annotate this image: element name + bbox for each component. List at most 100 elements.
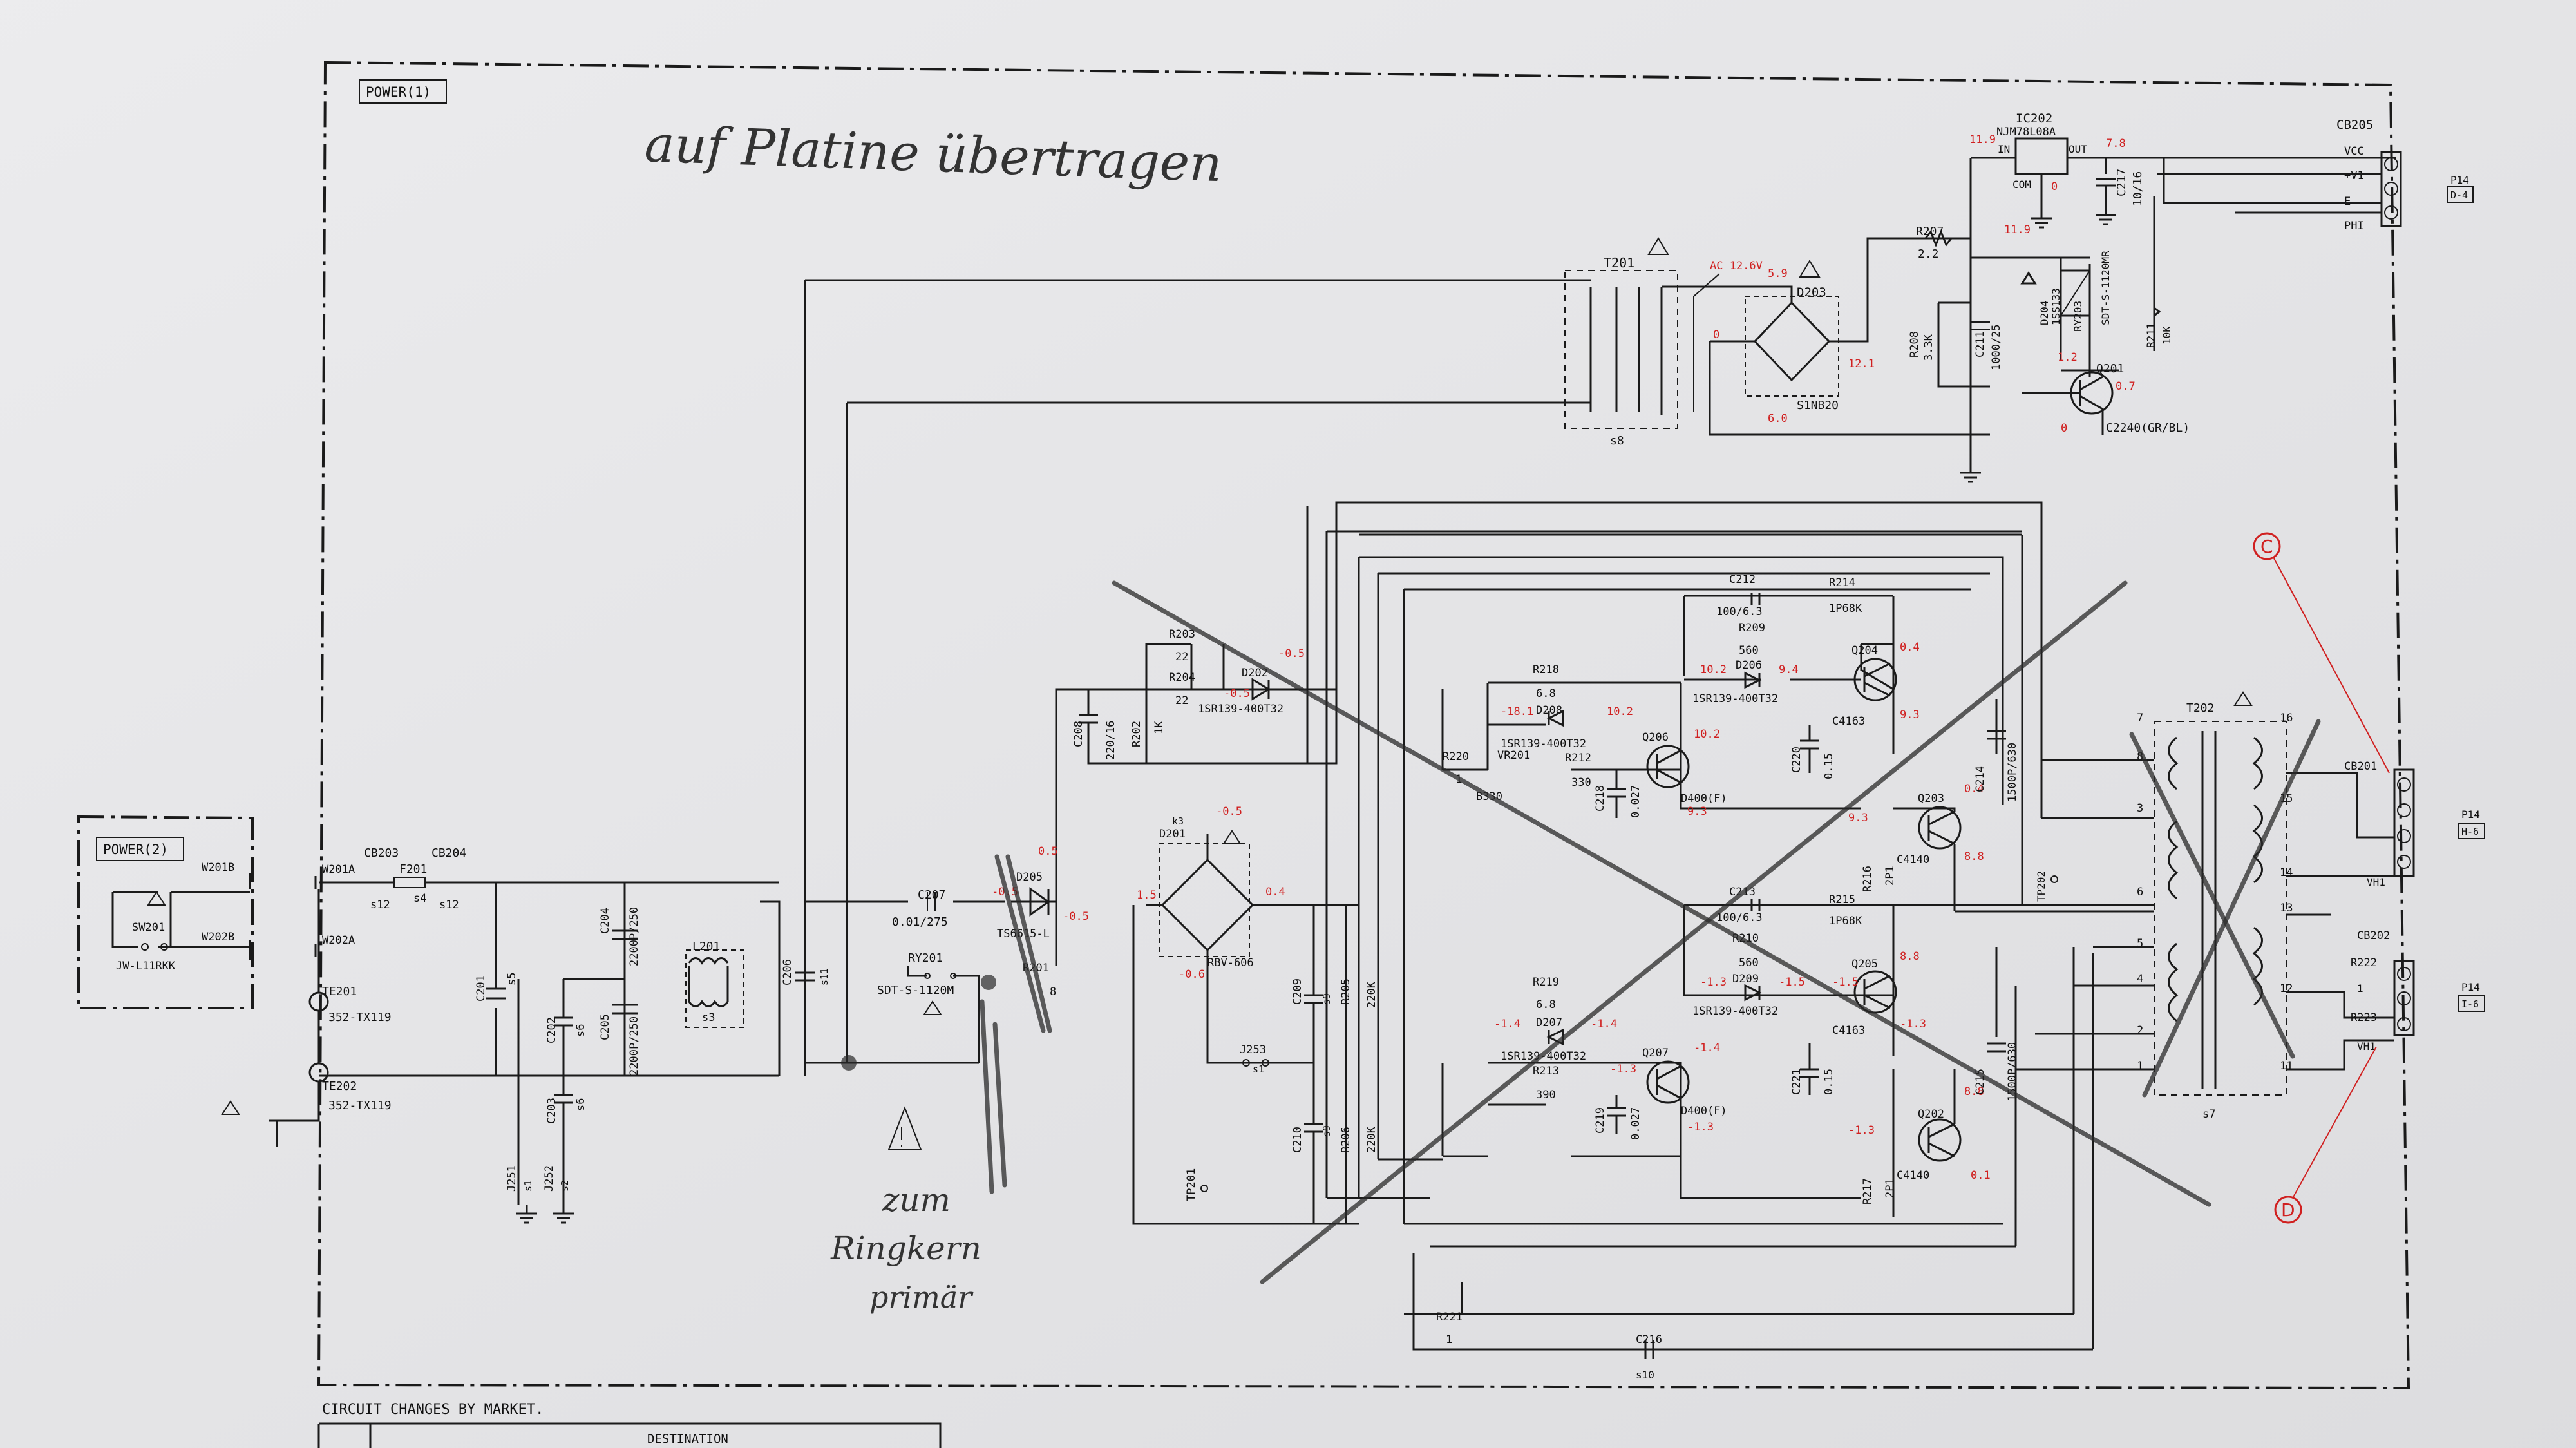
svg-text:13: 13 xyxy=(2280,902,2293,915)
svg-text:5: 5 xyxy=(2137,937,2143,950)
svg-text:C221: C221 xyxy=(1790,1069,1803,1095)
cb205-connector: CB205 VCC +V1 E PHI P14 D-4 xyxy=(2157,118,2474,233)
svg-text:C202: C202 xyxy=(545,1017,558,1043)
svg-text:CB201: CB201 xyxy=(2344,760,2377,773)
svg-text:D203: D203 xyxy=(1797,285,1826,300)
svg-text:J252: J252 xyxy=(543,1165,556,1192)
svg-text:10/16: 10/16 xyxy=(2131,171,2145,206)
svg-text:Q203: Q203 xyxy=(1918,792,1944,805)
handwriting-ringkern: Ringkern xyxy=(830,1230,981,1267)
svg-text:R205: R205 xyxy=(1340,978,1352,1005)
svg-text:W201B: W201B xyxy=(202,861,234,874)
t201-wiring xyxy=(805,158,1990,436)
svg-text:220K: 220K xyxy=(1365,981,1378,1008)
svg-text:-1.5: -1.5 xyxy=(1832,976,1859,989)
svg-text:-1.3: -1.3 xyxy=(1900,1018,1926,1031)
marker-d: D xyxy=(2274,1046,2377,1224)
svg-text:R215: R215 xyxy=(1829,893,1855,906)
svg-text:-1.4: -1.4 xyxy=(1694,1042,1720,1054)
t202-wiring xyxy=(1955,535,2394,1349)
svg-text:0.01/275: 0.01/275 xyxy=(892,915,948,929)
svg-text:22: 22 xyxy=(1175,651,1188,663)
svg-text:R212: R212 xyxy=(1565,752,1591,765)
svg-text:C201: C201 xyxy=(475,975,488,1002)
svg-text:C207: C207 xyxy=(918,888,945,902)
svg-text:6.8: 6.8 xyxy=(1536,687,1556,700)
svg-text:PHI: PHI xyxy=(2344,220,2364,233)
svg-text:R220: R220 xyxy=(1443,750,1469,763)
svg-text:-0.5: -0.5 xyxy=(1224,687,1250,700)
svg-text:1SR139-400T32: 1SR139-400T32 xyxy=(1692,1005,1778,1018)
svg-text:C219: C219 xyxy=(1594,1107,1607,1134)
svg-text:C204: C204 xyxy=(599,908,612,934)
svg-text:R203: R203 xyxy=(1169,628,1195,641)
handwritten-warning-icon xyxy=(887,1106,922,1150)
svg-text:VH1: VH1 xyxy=(2357,1040,2376,1053)
svg-text:D205: D205 xyxy=(1016,871,1043,884)
svg-text:Q205: Q205 xyxy=(1852,958,1878,971)
svg-text:C208: C208 xyxy=(1072,721,1085,747)
svg-text:D209: D209 xyxy=(1732,973,1759,986)
svg-text:R214: R214 xyxy=(1829,576,1855,589)
svg-text:0: 0 xyxy=(1713,329,1719,341)
svg-text:3: 3 xyxy=(2137,802,2143,815)
svg-text:CB204: CB204 xyxy=(431,846,466,860)
svg-text:-1.3: -1.3 xyxy=(1610,1063,1636,1076)
r207-resistor: R207 2.2 xyxy=(1916,225,1953,261)
svg-text:-1.4: -1.4 xyxy=(1591,1018,1617,1031)
svg-text:D-4: D-4 xyxy=(2450,189,2468,201)
svg-text:P14: P14 xyxy=(2461,981,2480,993)
svg-text:JW-L11RKK: JW-L11RKK xyxy=(116,960,176,973)
svg-text:11.9: 11.9 xyxy=(2004,224,2031,236)
svg-text:C2240(GR/BL): C2240(GR/BL) xyxy=(2106,421,2190,435)
svg-text:D400(F): D400(F) xyxy=(1681,1105,1727,1118)
svg-text:-0.5: -0.5 xyxy=(1278,647,1305,660)
svg-text:16: 16 xyxy=(2280,712,2293,725)
svg-text:C4163: C4163 xyxy=(1832,715,1865,728)
svg-text:s10: s10 xyxy=(1636,1369,1654,1381)
svg-text:VCC: VCC xyxy=(2344,145,2364,158)
svg-text:0.15: 0.15 xyxy=(1823,753,1835,779)
svg-text:8.8: 8.8 xyxy=(1900,950,1920,963)
svg-text:s11: s11 xyxy=(819,968,830,986)
svg-text:220K: 220K xyxy=(1365,1126,1378,1153)
svg-text:Q206: Q206 xyxy=(1642,731,1669,744)
svg-text:22: 22 xyxy=(1175,694,1188,707)
svg-text:C217: C217 xyxy=(2115,169,2128,196)
svg-text:D204: D204 xyxy=(2038,300,2050,325)
svg-text:R206: R206 xyxy=(1340,1127,1352,1153)
svg-text:s4: s4 xyxy=(413,892,426,905)
svg-text:Q207: Q207 xyxy=(1642,1047,1669,1060)
svg-text:560: 560 xyxy=(1739,644,1759,657)
svg-text:100/6.3: 100/6.3 xyxy=(1716,911,1763,924)
svg-text:9.3: 9.3 xyxy=(1900,709,1920,721)
svg-text:8: 8 xyxy=(2137,750,2143,763)
svg-text:D207: D207 xyxy=(1536,1016,1562,1029)
svg-text:0.4: 0.4 xyxy=(1265,886,1285,899)
svg-text:IN: IN xyxy=(1998,143,2010,155)
svg-text:9.3: 9.3 xyxy=(1687,805,1707,818)
svg-text:s7: s7 xyxy=(2202,1108,2215,1121)
svg-text:1SR139-400T32: 1SR139-400T32 xyxy=(1692,692,1778,705)
tp202-testpoint: TP202 xyxy=(2035,871,2058,902)
svg-text:1500P/630: 1500P/630 xyxy=(2006,743,2019,802)
svg-text:R207: R207 xyxy=(1916,225,1944,238)
d203-bridge: D203 S1NB20 5.9 12.1 6.0 0 xyxy=(1713,260,1875,425)
svg-text:6.0: 6.0 xyxy=(1768,412,1788,425)
svg-text:D201: D201 xyxy=(1159,828,1186,841)
svg-text:352-TX119: 352-TX119 xyxy=(328,1011,392,1024)
cb202-connector: CB202 VH1 P14 I-6 R222 1 R223 xyxy=(2351,929,2485,1053)
svg-text:RY203: RY203 xyxy=(2072,301,2084,332)
svg-text:C4163: C4163 xyxy=(1832,1024,1865,1037)
svg-text:14: 14 xyxy=(2280,866,2293,879)
svg-text:R222: R222 xyxy=(2351,957,2377,969)
svg-text:TP202: TP202 xyxy=(2035,871,2047,902)
svg-text:11: 11 xyxy=(2280,1060,2293,1072)
svg-text:0.4: 0.4 xyxy=(1900,641,1920,654)
svg-text:1000/25: 1000/25 xyxy=(1990,324,2003,370)
svg-text:-1.3: -1.3 xyxy=(1848,1124,1875,1137)
svg-text:J253: J253 xyxy=(1240,1043,1266,1056)
handwriting-zum: zum xyxy=(882,1181,951,1219)
svg-text:s2: s2 xyxy=(559,1180,571,1192)
